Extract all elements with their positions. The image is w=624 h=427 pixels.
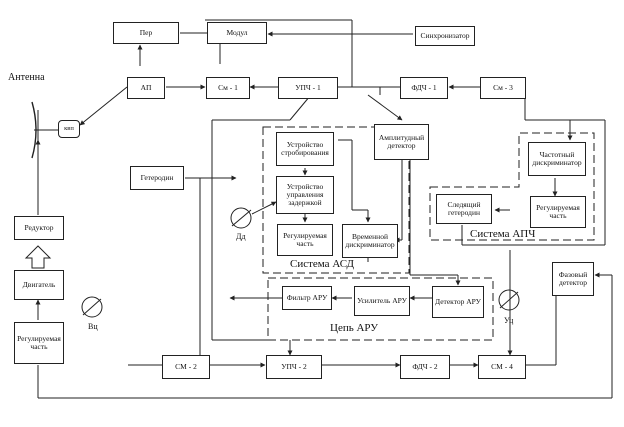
reg-part-apch-block: Регулируемая часть — [530, 196, 586, 228]
motor-block: Двигатель — [14, 270, 64, 300]
reducer-block: Редуктор — [14, 216, 64, 240]
sm2-block: СМ - 2 — [162, 355, 210, 379]
ap-block: АП — [127, 77, 165, 99]
fdch2-block: ФДЧ - 2 — [400, 355, 450, 379]
sm3-block: См - 3 — [480, 77, 526, 99]
track-het-block: Следящий гетеродин — [436, 194, 492, 224]
antenna-label: Антенна — [8, 72, 45, 83]
time-disc-block: Временной дискриминатор — [342, 224, 398, 258]
phase-det-block: Фазовый детектор — [552, 262, 594, 296]
per-block: Пер — [113, 22, 179, 44]
vts-knob — [81, 296, 103, 318]
strob-block: Устройство стробирования — [276, 132, 334, 166]
geterodin-block: Гетеродин — [130, 166, 184, 190]
sync-block: Синхронизатор — [415, 26, 475, 46]
uts-knob — [498, 289, 520, 311]
aru-amp-block: Усилитель АРУ — [354, 286, 410, 316]
aru-group-label: Цепь АРУ — [330, 322, 379, 334]
modul-block: Модул — [207, 22, 267, 44]
motor-reducer-arrow — [24, 245, 52, 269]
asd-group-label: Система АСД — [290, 258, 355, 270]
dd-knob — [230, 207, 252, 229]
vts-label: Вц — [88, 322, 98, 331]
delayctl-block: Устройство управления задержкой — [276, 176, 334, 214]
asd-frame — [262, 126, 410, 274]
upch1-block: УПЧ - 1 — [278, 77, 338, 99]
aru-filter-block: Фильтр АРУ — [282, 286, 332, 310]
uts-label: Уц — [504, 316, 514, 325]
ampdet-block: Амплитудный детектор — [374, 124, 429, 160]
aru-det-block: Детектор АРУ — [432, 286, 484, 318]
reg-part-main-block: Регулируемая часть — [14, 322, 64, 364]
sm1-block: См - 1 — [206, 77, 250, 99]
aru-frame — [267, 277, 494, 341]
fdch1-block: ФДЧ - 1 — [400, 77, 448, 99]
dd-label: Дд — [236, 232, 246, 241]
upch2-block: УПЧ - 2 — [266, 355, 322, 379]
apch-frame — [429, 132, 595, 241]
reg-part-asd-block: Регулируемая часть — [277, 224, 333, 256]
sm4-block: СМ - 4 — [478, 355, 526, 379]
apch-group-label: Система АПЧ — [470, 228, 536, 240]
kvp-block: квп — [58, 120, 80, 138]
freqdisc-block: Частотный дискриминатор — [528, 142, 586, 176]
